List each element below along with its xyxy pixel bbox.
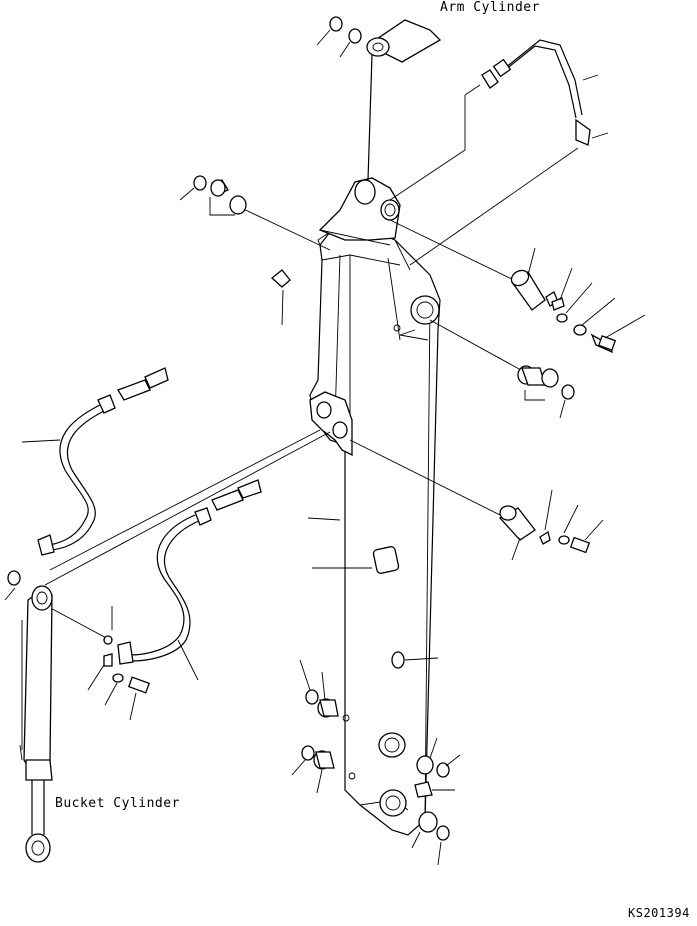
hose-lower-left xyxy=(117,479,262,681)
bushing-set-right-middle xyxy=(517,365,575,419)
leader-lines xyxy=(44,147,579,641)
arm-yoke xyxy=(309,391,353,457)
arm-cylinder-label: Arm Cylinder xyxy=(440,0,540,15)
bucket-cylinder xyxy=(4,570,53,863)
bushing-set-top-left xyxy=(179,175,247,216)
arm-callout-leaders xyxy=(307,517,439,661)
grease-fitting-top xyxy=(389,69,499,201)
bucket-cylinder-fasteners xyxy=(87,606,151,721)
arm-cylinder-washers xyxy=(316,16,362,58)
grease-nipple-left xyxy=(270,269,291,326)
bucket-cylinder-label: Bucket Cylinder xyxy=(55,796,180,811)
lower-bushings-right xyxy=(411,737,461,866)
hydraulic-pipe-upper xyxy=(492,39,609,146)
arm-details xyxy=(342,324,405,780)
arm-top-bracket xyxy=(318,177,401,246)
lower-bushings-left xyxy=(291,659,339,794)
arm-end-boss xyxy=(399,295,440,336)
hose-upper-left xyxy=(21,367,169,556)
arm-cylinder-rod xyxy=(366,19,442,181)
pin-top-right xyxy=(510,247,646,354)
drawing-code: KS201394 xyxy=(628,906,690,920)
arm-bottom-boss xyxy=(378,732,407,817)
pin-right-lower xyxy=(498,489,604,561)
